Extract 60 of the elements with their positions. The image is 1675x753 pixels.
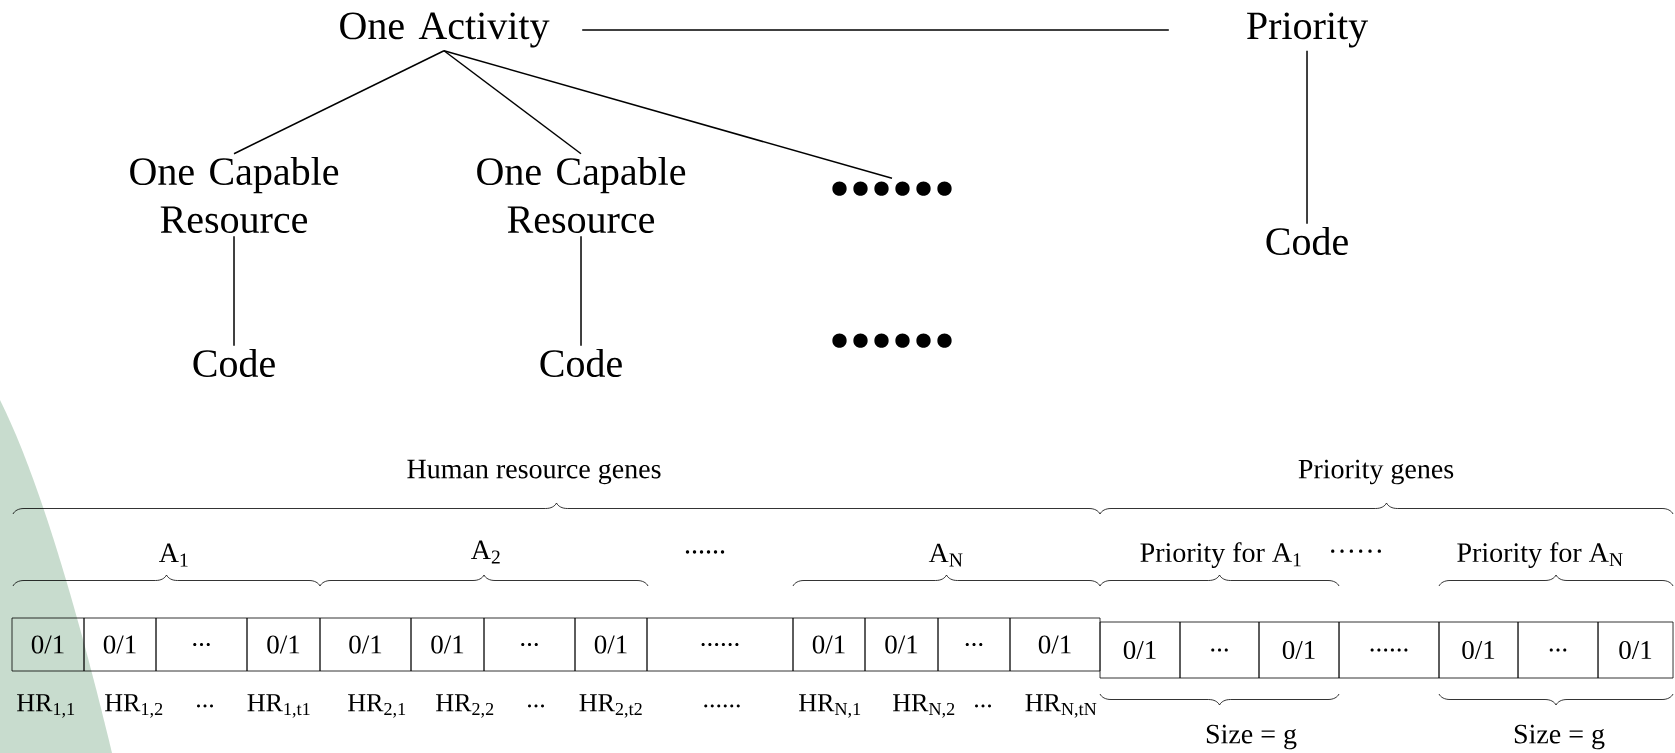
gene-cell: ... — [483, 617, 576, 672]
gene-label: ... — [527, 704, 545, 708]
connector-line — [1306, 50, 1308, 225]
bullet-dots: •••••• — [832, 333, 952, 348]
gene-label: ...... — [704, 704, 740, 708]
gene-label: HR$_{2,2}$ — [436, 694, 494, 718]
connector-line — [580, 235, 582, 347]
gene-label: HR$_{N,2}$ — [893, 694, 955, 718]
gene-cell: 0/1 — [11, 617, 85, 672]
tree-label: One Capable Resource — [130, 156, 339, 234]
gene-cell: 0/1 — [1597, 621, 1674, 679]
gene-cell: ... — [155, 617, 248, 672]
gene-cell: ... — [1179, 621, 1260, 679]
size-label: Size = g — [1206, 724, 1297, 750]
gene-label: HR$_{2,1}$ — [348, 694, 406, 718]
gene-cell: 0/1 — [319, 617, 412, 672]
group-label: Priority genes — [1298, 459, 1454, 485]
tree-label: One Activity — [340, 12, 550, 48]
connector-line — [233, 235, 235, 347]
group-label: Human resource genes — [407, 459, 661, 485]
connector-line — [581, 29, 1170, 31]
gene-cell: 0/1 — [1258, 621, 1340, 679]
group-label: A$_{N}$ — [928, 543, 963, 567]
connector-line — [443, 50, 582, 155]
group-label: A$_{2}$ — [471, 540, 500, 564]
gene-cell: 0/1 — [246, 617, 321, 672]
gene-cell: 0/1 — [410, 617, 485, 672]
tree-label: Code — [540, 348, 622, 378]
gene-cell: 0/1 — [1438, 621, 1519, 679]
tree-label: Code — [1266, 226, 1348, 256]
gene-label: HR$_{1,1}$ — [17, 694, 75, 718]
ellipsis: ...... — [685, 550, 725, 554]
tree-label: One Capable Resource — [477, 156, 686, 234]
tree-label: Priority — [1247, 12, 1368, 48]
gene-label: HR$_{N,1}$ — [799, 694, 861, 718]
gene-cell: 0/1 — [792, 617, 866, 672]
gene-cell: ... — [1517, 621, 1599, 679]
gene-cell: 0/1 — [1009, 617, 1101, 672]
gene-label: HR$_{1,2}$ — [105, 694, 163, 718]
group-label: Priority for A$_{N}$ — [1457, 542, 1623, 568]
gene-cell: 0/1 — [1099, 621, 1181, 679]
gene-label: HR$_{2,t2}$ — [579, 694, 642, 718]
gene-cell: 0/1 — [574, 617, 648, 672]
gene-cell: ...... — [646, 617, 794, 672]
gene-cell: 0/1 — [83, 617, 157, 672]
gene-label: HR$_{N,tN}$ — [1025, 694, 1097, 718]
gene-cell: ... — [937, 617, 1011, 672]
connector-line — [443, 50, 893, 180]
gene-label: HR$_{1,t1}$ — [247, 694, 310, 718]
gene-label: ... — [974, 704, 992, 708]
ellipsis: ······ — [1331, 549, 1381, 553]
gene-cell: 0/1 — [864, 617, 939, 672]
group-label: Priority for A$_{1}$ — [1140, 542, 1301, 568]
connector-line — [233, 50, 445, 155]
gene-cell: ...... — [1338, 621, 1440, 679]
tree-label: Code — [193, 348, 275, 378]
bullet-dots: •••••• — [832, 181, 952, 196]
gene-label: ... — [196, 704, 214, 708]
size-label: Size = g — [1514, 724, 1605, 750]
group-label: A$_{1}$ — [159, 543, 188, 567]
